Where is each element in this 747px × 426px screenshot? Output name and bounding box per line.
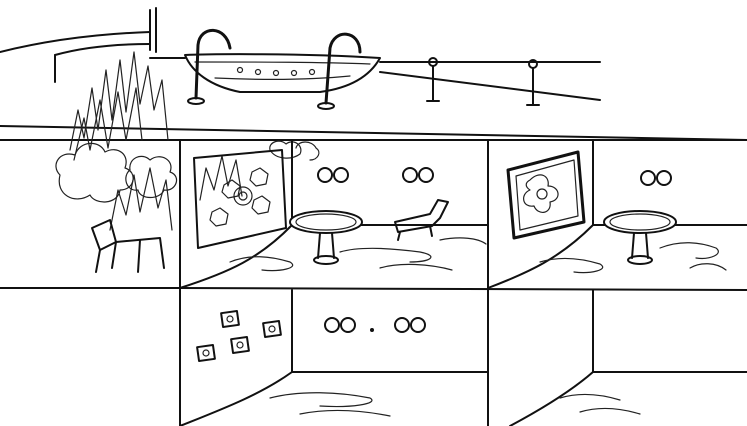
round-table-1 [289,210,363,265]
wall-panel-circles [193,149,287,249]
small-chair [91,219,165,273]
wall-light-4 [324,317,356,333]
wall-socket-1 [220,309,240,329]
lower-floor-pattern [269,392,641,417]
wall-socket-4 [196,343,216,363]
lower-floor [179,289,747,426]
wall-socket-3 [230,335,250,355]
round-table-2 [603,210,677,265]
wall-light-1 [317,167,349,183]
rooftop-post-2 [526,59,540,106]
upper-floor-pattern [229,237,727,274]
rooftop-boat [184,28,381,110]
wall-socket-2 [262,319,282,339]
upper-floor [179,139,747,291]
fire-smoke [55,140,320,203]
lounge-chair [394,199,449,241]
center-dot [370,328,374,332]
wall-light-3 [640,170,672,186]
wall-light-5 [394,317,426,333]
wall-light-2 [402,167,434,183]
wall-picture-frame [506,150,586,240]
rooftop-post-1 [426,57,440,102]
